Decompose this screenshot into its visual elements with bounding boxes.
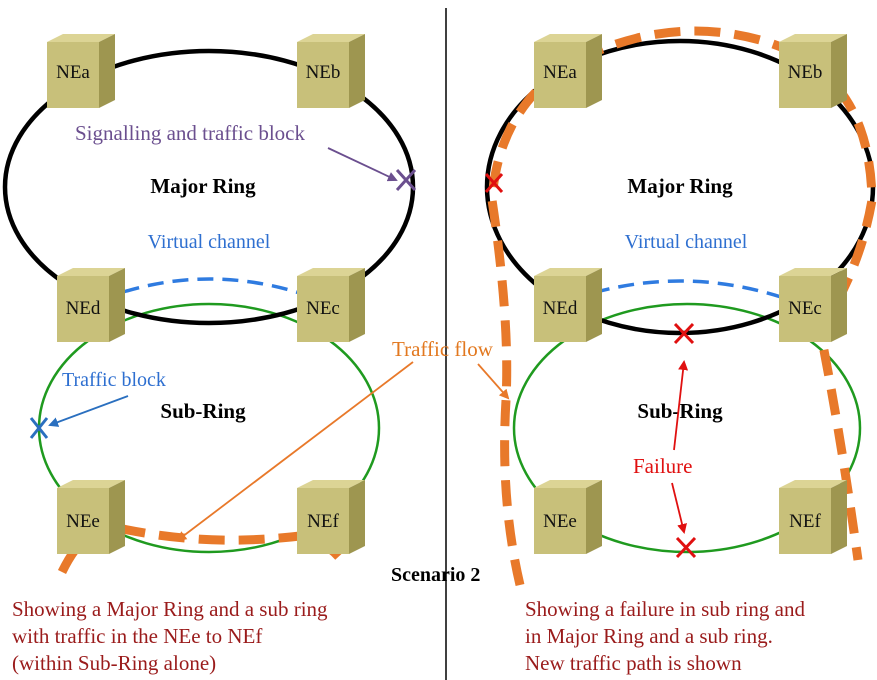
node-label: NEd — [66, 298, 101, 319]
node-label: NEc — [788, 298, 822, 319]
right-node-nea: NEa — [534, 34, 602, 108]
left-node-nec: NEc — [297, 268, 365, 342]
left-virtual-channel-label: Virtual channel — [148, 231, 271, 253]
right-node-neb: NEb — [779, 34, 847, 108]
left-node-ned: NEd — [57, 268, 125, 342]
left-panel: NEa NEb NEd NEc NEe — [2, 34, 417, 675]
signalling-block-arrow — [327, 147, 398, 182]
node-label: NEf — [307, 511, 339, 532]
node-label: NEd — [543, 298, 578, 319]
failure-arrow-down — [671, 482, 687, 534]
right-node-nef: NEf — [779, 480, 847, 554]
right-node-nee: NEe — [534, 480, 602, 554]
right-panel: NEa NEb NEd NEc NEe — [484, 26, 877, 675]
right-caption-line-1: Showing a failure in sub ring and — [525, 597, 805, 621]
left-node-neb: NEb — [297, 34, 365, 108]
node-label: NEb — [788, 62, 823, 83]
node-label: NEe — [66, 511, 100, 532]
right-virtual-channel-label: Virtual channel — [625, 231, 748, 253]
right-node-ned: NEd — [534, 268, 602, 342]
traffic-flow-label: Traffic flow — [392, 337, 494, 361]
node-label: NEa — [543, 62, 577, 83]
left-node-nee: NEe — [57, 480, 125, 554]
left-node-nea: NEa — [47, 34, 115, 108]
traffic-block-arrow — [48, 395, 129, 427]
right-caption-line-2: in Major Ring and a sub ring. — [525, 624, 773, 648]
left-caption-line-1: Showing a Major Ring and a sub ring — [12, 597, 328, 621]
failure-x-icon-bottom — [675, 536, 697, 559]
traffic-block-x-icon — [29, 417, 49, 439]
signalling-block-label: Signalling and traffic block — [75, 121, 305, 145]
left-caption-line-3: (within Sub-Ring alone) — [12, 651, 216, 675]
left-node-nef: NEf — [297, 480, 365, 554]
node-label: NEe — [543, 511, 577, 532]
right-node-nec: NEc — [779, 268, 847, 342]
traffic-flow-arrow-right — [477, 363, 510, 400]
left-caption-line-2: with traffic in the NEe to NEf — [12, 624, 262, 648]
node-label: NEa — [56, 62, 90, 83]
node-label: NEc — [306, 298, 340, 319]
failure-arrow-up — [673, 360, 689, 451]
traffic-block-label: Traffic block — [62, 369, 166, 391]
node-label: NEf — [789, 511, 821, 532]
failure-label: Failure — [633, 454, 692, 478]
traffic-flow-arrow-left — [176, 361, 414, 542]
scenario-label: Scenario 2 — [391, 564, 480, 586]
middle-annotations: Traffic flow Scenario 2 — [176, 337, 510, 586]
left-major-ring-label: Major Ring — [150, 174, 256, 198]
failure-x-icon-top — [673, 322, 695, 345]
left-sub-ring-label: Sub-Ring — [160, 399, 246, 423]
right-sub-ring — [512, 302, 862, 554]
left-virtual-channel — [99, 277, 321, 302]
node-label: NEb — [306, 62, 341, 83]
right-major-ring-label: Major Ring — [627, 174, 733, 198]
right-virtual-channel — [569, 279, 791, 302]
failure-x-icon-major — [484, 173, 504, 193]
right-caption-line-3: New traffic path is shown — [525, 651, 742, 675]
signalling-block-x-icon — [395, 168, 417, 192]
